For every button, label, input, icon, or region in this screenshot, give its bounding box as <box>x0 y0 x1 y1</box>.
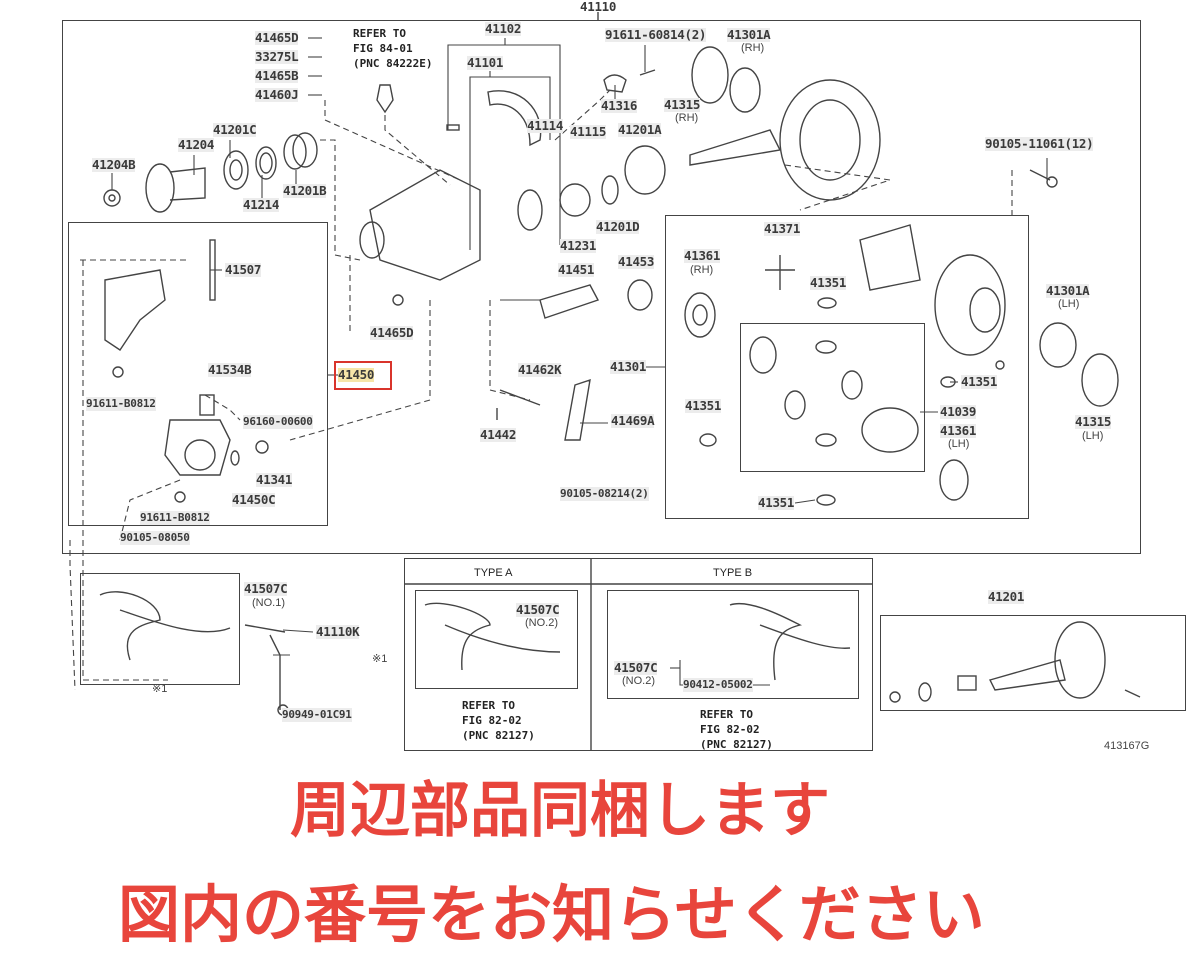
part-sub: (RH) <box>675 112 699 124</box>
part-label[interactable]: 90105-08050 <box>120 531 190 545</box>
part-sub: (LH) <box>1058 298 1080 310</box>
part-label[interactable]: 41469A <box>611 413 655 428</box>
part-label[interactable]: 41351 <box>810 275 847 290</box>
hose-parts <box>99 591 851 716</box>
assembly-number: 41110 <box>580 0 617 14</box>
part-label[interactable]: 41201D <box>596 219 640 234</box>
part-label[interactable]: 41101 <box>467 55 504 70</box>
part-sub: (LH) <box>1082 430 1104 442</box>
part-label[interactable]: 41450C <box>232 492 276 507</box>
type-b-header: TYPE B <box>713 567 753 579</box>
differential-parts <box>684 224 1119 506</box>
part-label[interactable]: 41451 <box>558 262 595 277</box>
part-sub: (NO.2) <box>525 617 558 629</box>
refer-note-top: REFER TO FIG 84-01 (PNC 84222E) <box>353 27 433 70</box>
part-label[interactable]: 90105-08214(2) <box>560 487 649 501</box>
note-mark: ※1 <box>372 653 388 665</box>
part-label[interactable]: 41351 <box>685 398 722 413</box>
part-label[interactable]: 41351 <box>961 374 998 389</box>
part-label-highlighted[interactable]: 41450 <box>338 367 375 382</box>
ring-gear-set <box>889 621 1141 703</box>
part-label[interactable]: 41465D <box>370 325 414 340</box>
part-label[interactable]: 41201C <box>213 122 257 137</box>
part-sub: (RH) <box>741 42 765 54</box>
part-label[interactable]: 41214 <box>243 197 280 212</box>
part-label[interactable]: 41110K <box>316 624 360 639</box>
figure-id: 413167G <box>1104 740 1150 752</box>
type-b-frame <box>607 590 859 699</box>
part-label[interactable]: 96160-00600 <box>243 415 313 429</box>
part-label[interactable]: 91611-B0812 <box>86 397 156 411</box>
part-label[interactable]: 41301A <box>1046 283 1090 298</box>
part-label[interactable]: 41534B <box>208 362 252 377</box>
parts-drawing <box>69 12 1141 750</box>
part-label[interactable]: 41371 <box>764 221 801 236</box>
ring-gear-frame <box>880 615 1186 711</box>
part-label[interactable]: 41115 <box>570 124 607 139</box>
part-label[interactable]: 41507C <box>614 660 658 675</box>
part-label[interactable]: 41315 <box>1075 414 1112 429</box>
part-label[interactable]: 41039 <box>940 404 977 419</box>
part-label[interactable]: 41361 <box>940 423 977 438</box>
part-label[interactable]: 41462K <box>518 362 562 377</box>
part-sub: (NO.2) <box>622 675 655 687</box>
part-label[interactable]: 41201A <box>618 122 662 137</box>
notice-line-1: 周辺部品同梱します <box>290 776 830 846</box>
part-label[interactable]: 41507 <box>225 262 262 277</box>
part-label[interactable]: 41231 <box>560 238 597 253</box>
notice-line-2: 図内の番号をお知らせください <box>118 878 985 951</box>
part-label[interactable]: 41341 <box>256 472 293 487</box>
part-sub: (NO.1) <box>252 597 285 609</box>
type-a-header: TYPE A <box>474 567 513 579</box>
part-label[interactable]: 91611-60814(2) <box>605 27 707 42</box>
part-label[interactable]: 41114 <box>527 118 564 133</box>
part-label[interactable]: 41351 <box>758 495 795 510</box>
part-label[interactable]: 41301A <box>727 27 771 42</box>
refer-note-type-a: REFER TO FIG 82-02 (PNC 82127) <box>462 699 535 742</box>
part-label[interactable]: 41201B <box>283 183 327 198</box>
part-label[interactable]: 41316 <box>601 98 638 113</box>
part-label[interactable]: 90105-11061(12) <box>985 136 1094 151</box>
part-label[interactable]: 41507C <box>516 602 560 617</box>
differential-group-frame <box>665 215 1029 519</box>
part-label[interactable]: 41204 <box>178 137 215 152</box>
type-table-frame <box>404 558 873 751</box>
note-mark: ※1 <box>152 683 168 695</box>
part-label[interactable]: 41204B <box>92 157 136 172</box>
pinion-group-frame <box>740 323 925 472</box>
part-label[interactable]: 33275L <box>255 49 299 64</box>
part-label[interactable]: 41301 <box>610 359 647 374</box>
part-label[interactable]: 41201 <box>988 589 1025 604</box>
part-label[interactable]: 41315 <box>664 97 701 112</box>
part-label[interactable]: 90949-01C91 <box>282 708 352 722</box>
part-sub: (LH) <box>948 438 970 450</box>
part-label[interactable]: 41361 <box>684 248 721 263</box>
part-label[interactable]: 41460J <box>255 87 299 102</box>
part-label[interactable]: 41465D <box>255 30 299 45</box>
part-label[interactable]: 91611-B0812 <box>140 511 210 525</box>
part-label[interactable]: 90412-05002 <box>683 678 753 692</box>
type-a-frame <box>415 590 578 689</box>
part-label[interactable]: 41453 <box>618 254 655 269</box>
actuator-group-frame <box>68 222 328 526</box>
part-label[interactable]: 41507C <box>244 581 288 596</box>
refer-note-type-b: REFER TO FIG 82-02 (PNC 82127) <box>700 708 773 751</box>
assembly-frame <box>62 20 1141 554</box>
part-label[interactable]: 41102 <box>485 21 522 36</box>
highlighted-part-box <box>334 361 392 390</box>
part-label[interactable]: 41465B <box>255 68 299 83</box>
hose-frame-1 <box>80 573 240 685</box>
part-sub: (RH) <box>690 264 714 276</box>
part-label[interactable]: 41442 <box>480 427 517 442</box>
part-shapes <box>103 46 1058 503</box>
